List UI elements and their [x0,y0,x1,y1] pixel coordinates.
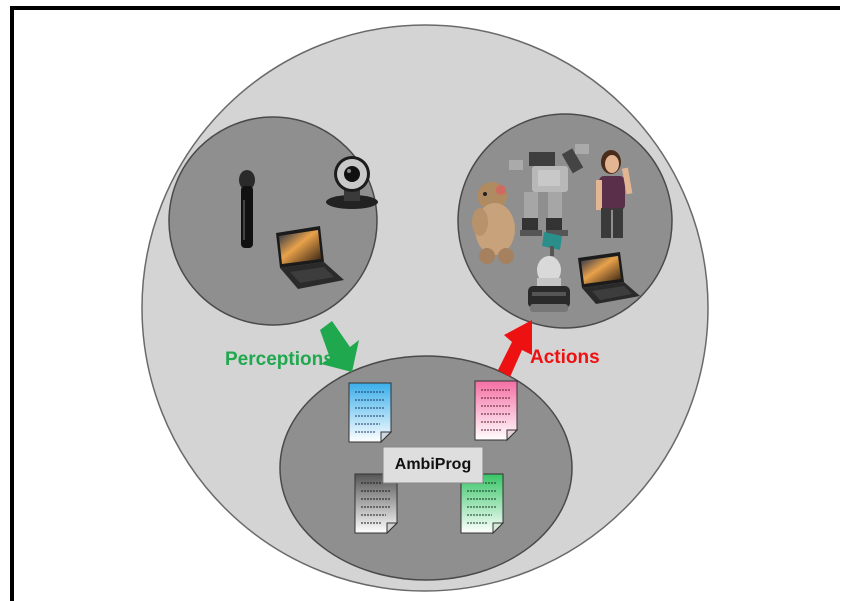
plush-toy-robot-icon [472,182,515,264]
document-green-icon [460,473,505,535]
document-pink-icon [474,380,519,442]
laptop-icon [578,252,640,304]
mobile-robot-icon [528,232,570,312]
humanoid-robot-icon [509,144,589,236]
ambiprog-label: AmbiProg [394,456,472,473]
actions-arrow [498,320,532,377]
microphone-icon [239,170,255,248]
laptop-icon [276,226,344,289]
frame-top-border [10,6,840,10]
perceptions-label: Perceptions [225,349,334,370]
document-gray-icon [354,473,399,535]
ambiprog-box [382,446,484,484]
webcam-icon [326,156,378,209]
actions-label: Actions [530,347,600,368]
document-blue-icon [348,382,393,444]
perceptions-arrow [320,321,359,372]
virtual-avatar-icon [596,150,633,238]
sensors-circle [168,116,378,326]
frame-left-border [10,6,14,601]
